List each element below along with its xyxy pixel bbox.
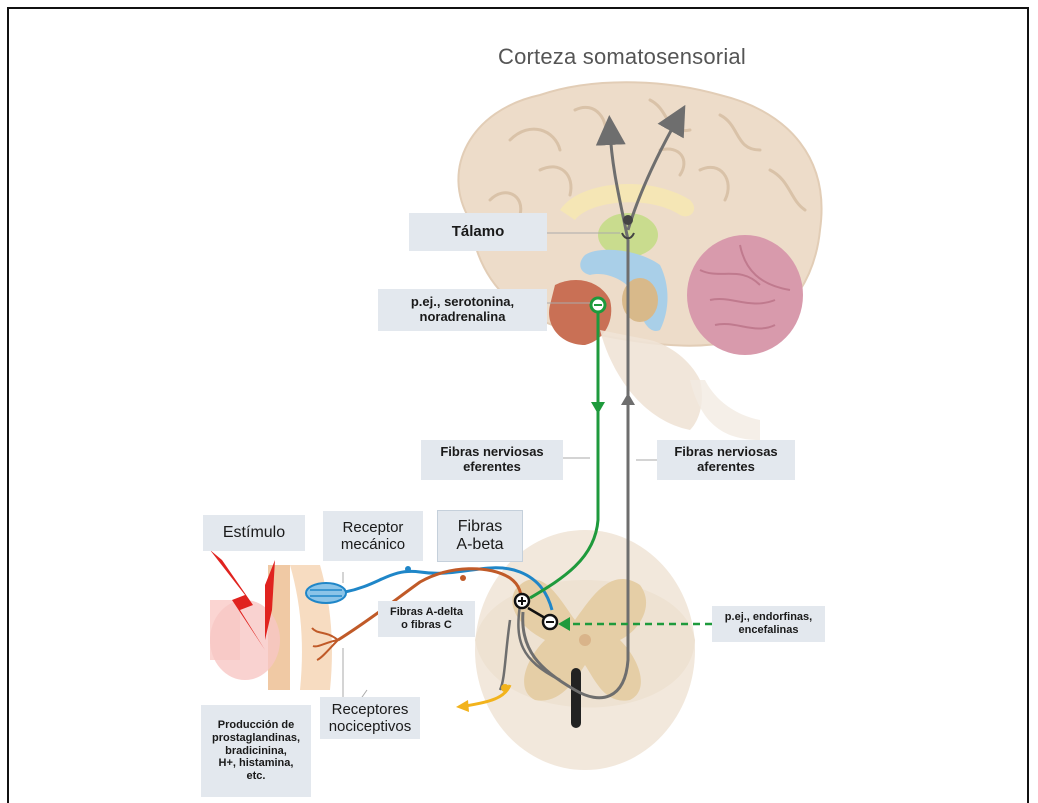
label-produccion: Producción de prostaglandinas, bradicini… <box>201 705 311 797</box>
title-corteza: Corteza somatosensorial <box>498 44 746 70</box>
label-estimulo: Estímulo <box>203 515 305 551</box>
spinal-cord-illustration <box>475 530 695 770</box>
mechanoreceptor-icon <box>306 583 346 603</box>
label-fibras-adelta: Fibras A-delta o fibras C <box>378 601 475 637</box>
label-receptor-mecanico: Receptor mecánico <box>323 511 423 561</box>
label-receptores-nociceptivos: Receptores nociceptivos <box>320 697 420 739</box>
label-fibras-eferentes: Fibras nerviosas eferentes <box>421 440 563 480</box>
label-endorfinas: p.ej., endorfinas, encefalinas <box>712 606 825 642</box>
label-fibras-abeta: Fibras A-beta <box>438 511 522 561</box>
label-talamo: Tálamo <box>409 213 547 251</box>
label-fibras-aferentes: Fibras nerviosas aferentes <box>657 440 795 480</box>
label-serotonina: p.ej., serotonina, noradrenalina <box>378 289 547 331</box>
brain-illustration <box>458 82 821 440</box>
